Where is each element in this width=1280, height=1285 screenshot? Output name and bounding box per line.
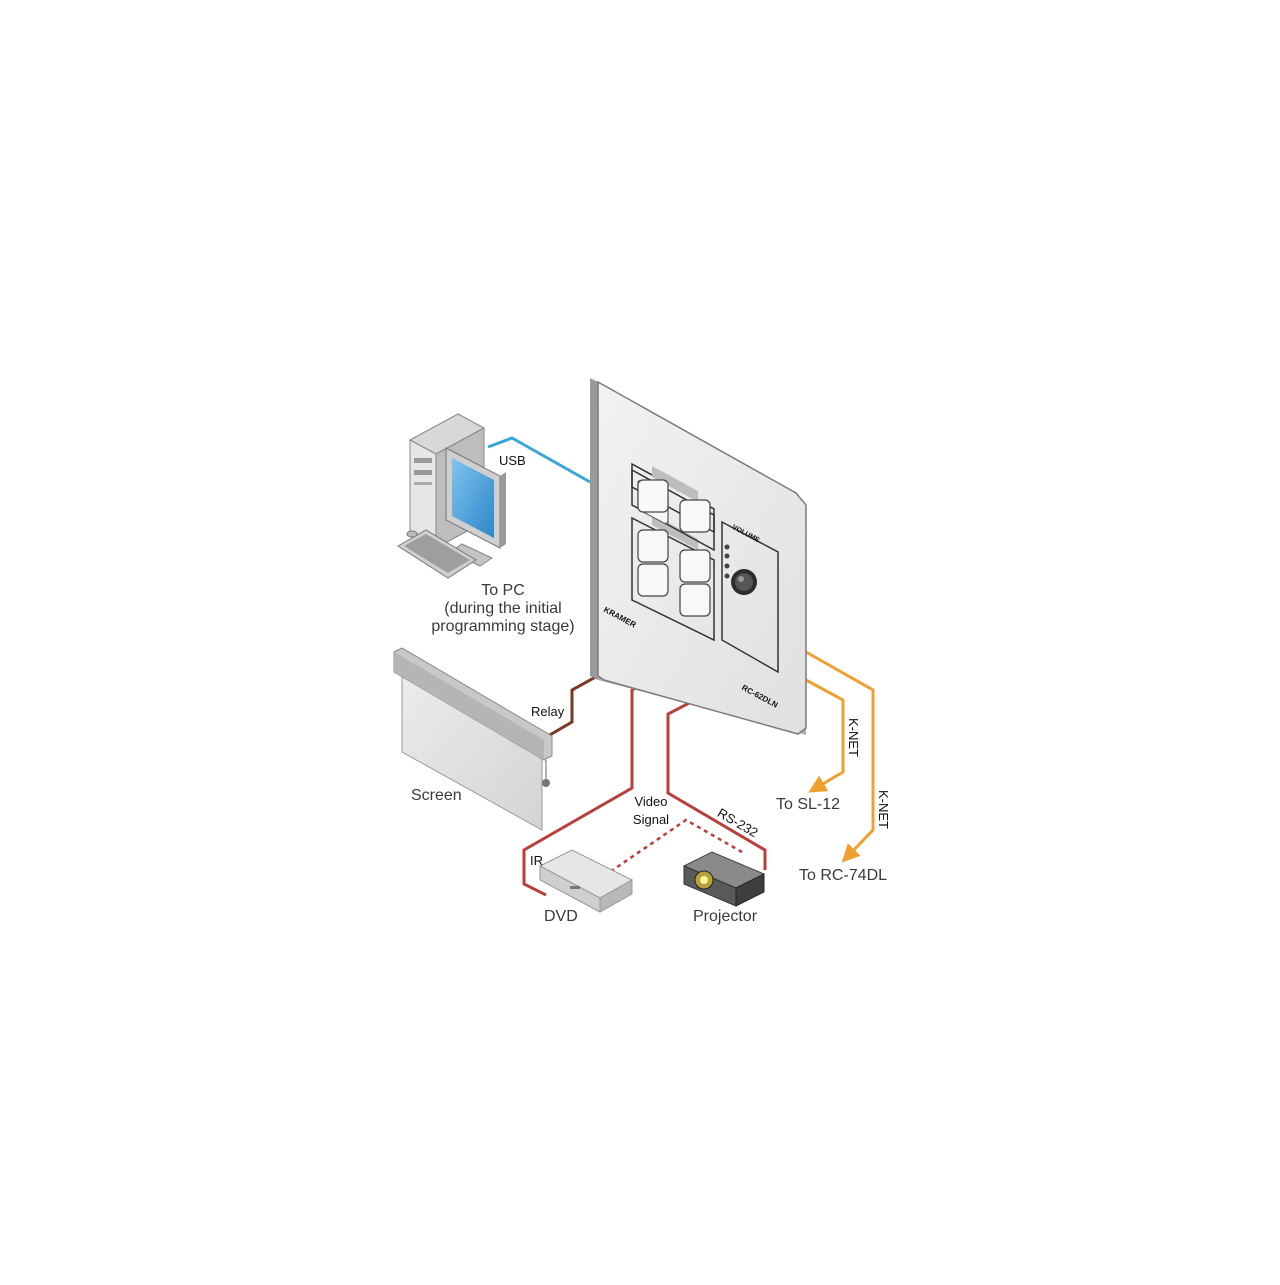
pc-icon <box>397 413 506 579</box>
to-pc-line-1: To PC <box>481 582 525 599</box>
to-sl12-label: To SL-12 <box>776 796 841 813</box>
rs232-cable <box>666 686 767 870</box>
volume-led-4 <box>724 573 730 579</box>
video-signal-line-2: Signal <box>632 812 670 827</box>
ir-link <box>603 818 743 878</box>
panel-button-a[interactable] <box>637 479 669 513</box>
panel-button-e[interactable] <box>637 563 669 597</box>
to-pc-label: To PC (during the initial programming st… <box>420 582 586 636</box>
video-signal-line-1: Video <box>634 794 668 809</box>
volume-led-1 <box>724 544 730 550</box>
video-signal-label: Video Signal <box>622 793 680 829</box>
to-pc-line-3: programming stage) <box>431 618 575 635</box>
volume-knob-icon[interactable] <box>731 569 757 595</box>
panel-button-f[interactable] <box>679 583 711 617</box>
volume-led-3 <box>724 563 730 569</box>
knet-label-2: K-NET <box>876 790 891 829</box>
to-pc-line-2: (during the initial <box>444 600 562 617</box>
volume-led-2 <box>724 553 730 559</box>
projector-icon <box>682 851 766 907</box>
knet-label-1: K-NET <box>846 718 861 757</box>
projector-label: Projector <box>693 908 758 925</box>
panel-button-c[interactable] <box>637 529 669 563</box>
relay-label: Relay <box>531 704 565 719</box>
dvd-label: DVD <box>544 908 578 925</box>
projection-screen-icon <box>393 647 553 831</box>
to-rc74dl-label: To RC-74DL <box>799 867 888 884</box>
control-panel <box>590 378 807 735</box>
usb-label: USB <box>499 453 526 468</box>
ir-label: IR <box>530 853 543 868</box>
knet-cable-1 <box>805 678 845 793</box>
dvd-player-icon <box>538 849 634 913</box>
usb-cable <box>487 436 591 484</box>
screen-label: Screen <box>411 787 462 804</box>
knet-cable-2 <box>805 650 875 863</box>
panel-button-b[interactable] <box>679 499 711 533</box>
panel-button-d[interactable] <box>679 549 711 583</box>
